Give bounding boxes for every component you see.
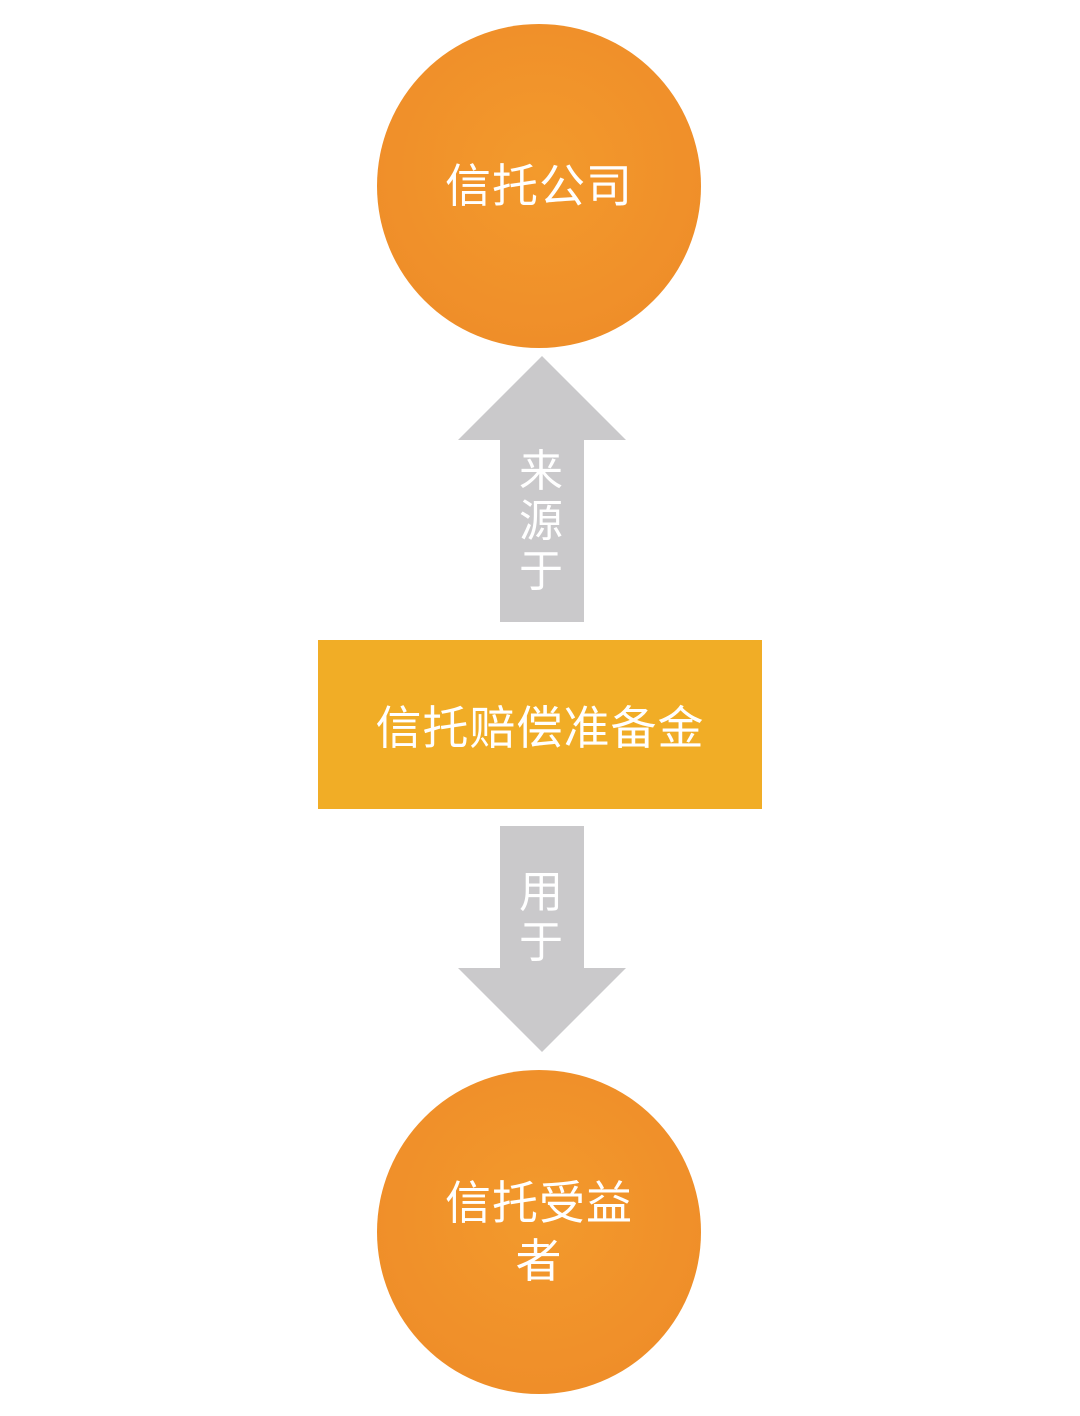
node-trust-beneficiary-line2: 者	[515, 1234, 563, 1288]
node-trust-beneficiary-line1: 信托受益	[445, 1176, 633, 1230]
node-trust-company-label: 信托公司	[445, 159, 633, 213]
node-compensation-reserve: 信托赔偿准备金	[318, 640, 762, 809]
arrow-down-label: 用 于	[500, 868, 582, 968]
arrow-up-icon	[458, 356, 626, 622]
arrow-down-icon	[458, 826, 626, 1052]
arrow-up-label: 来 源 于	[500, 447, 582, 597]
arrow-up-char: 源	[519, 496, 563, 547]
node-trust-company: 信托公司	[377, 24, 701, 348]
node-compensation-reserve-label: 信托赔偿准备金	[375, 700, 705, 755]
arrow-down-char: 用	[519, 867, 563, 918]
node-trust-beneficiary: 信托受益 者	[377, 1070, 701, 1394]
node-trust-beneficiary-label: 信托受益 者	[439, 1174, 639, 1290]
arrow-up-char: 于	[519, 546, 563, 597]
arrow-down-char: 于	[519, 917, 563, 968]
arrow-up-char: 来	[519, 446, 563, 497]
